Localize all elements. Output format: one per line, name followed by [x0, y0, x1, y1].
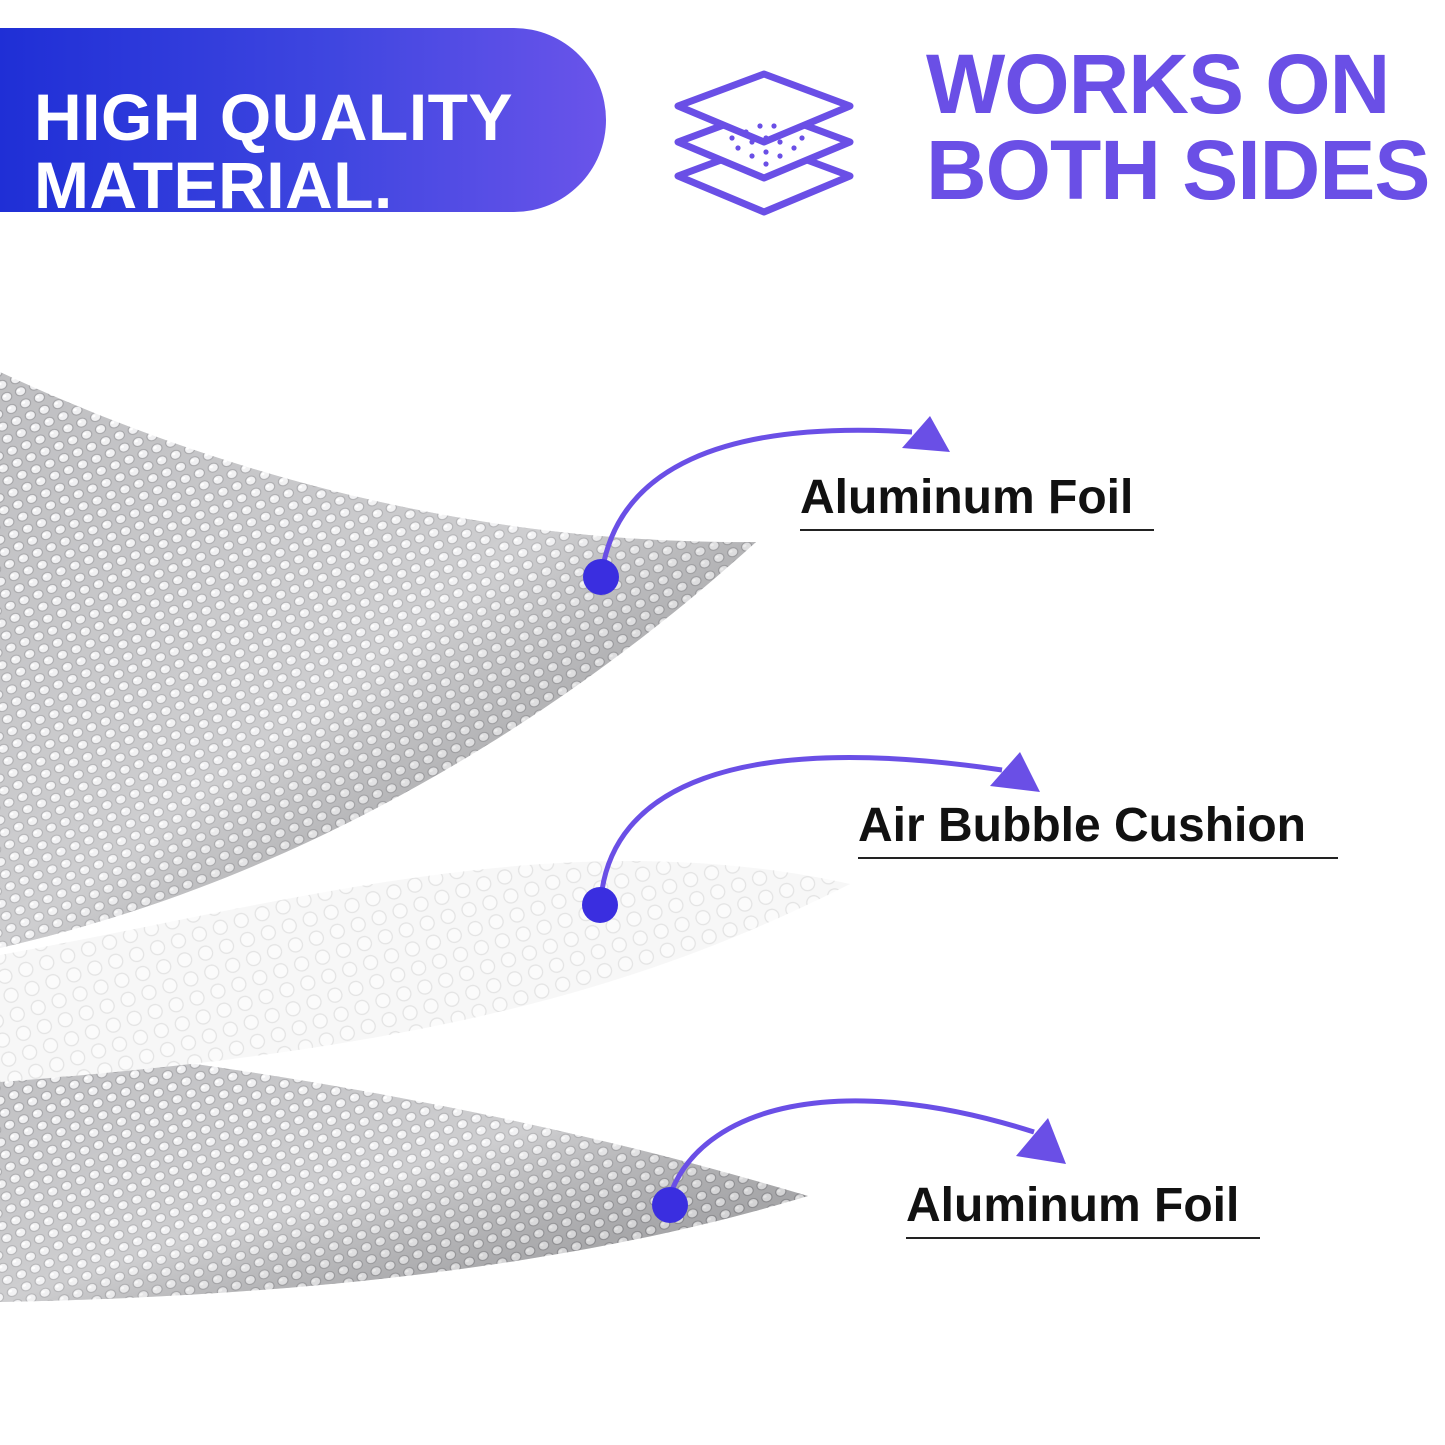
layer-label-aluminum-foil-bottom: Aluminum Foil — [906, 1182, 1260, 1239]
quality-banner: HIGH QUALITY MATERIAL. — [0, 28, 606, 218]
headline-line-1: WORKS ON — [926, 37, 1390, 131]
layers-icon — [674, 70, 854, 216]
banner-line-2: MATERIAL. — [34, 148, 393, 222]
bubble-cushion-sheet — [0, 861, 850, 1082]
layer-label-air-bubble-cushion: Air Bubble Cushion — [858, 802, 1338, 859]
headline-line-2: BOTH SIDES — [926, 123, 1430, 217]
pointer-aluminum-foil-top — [583, 416, 950, 595]
pointer-air-bubble-cushion — [582, 752, 1040, 923]
layer-label-aluminum-foil-top: Aluminum Foil — [800, 474, 1154, 531]
banner-line-1: HIGH QUALITY — [34, 80, 513, 154]
pointer-aluminum-foil-bottom — [652, 1098, 1066, 1223]
